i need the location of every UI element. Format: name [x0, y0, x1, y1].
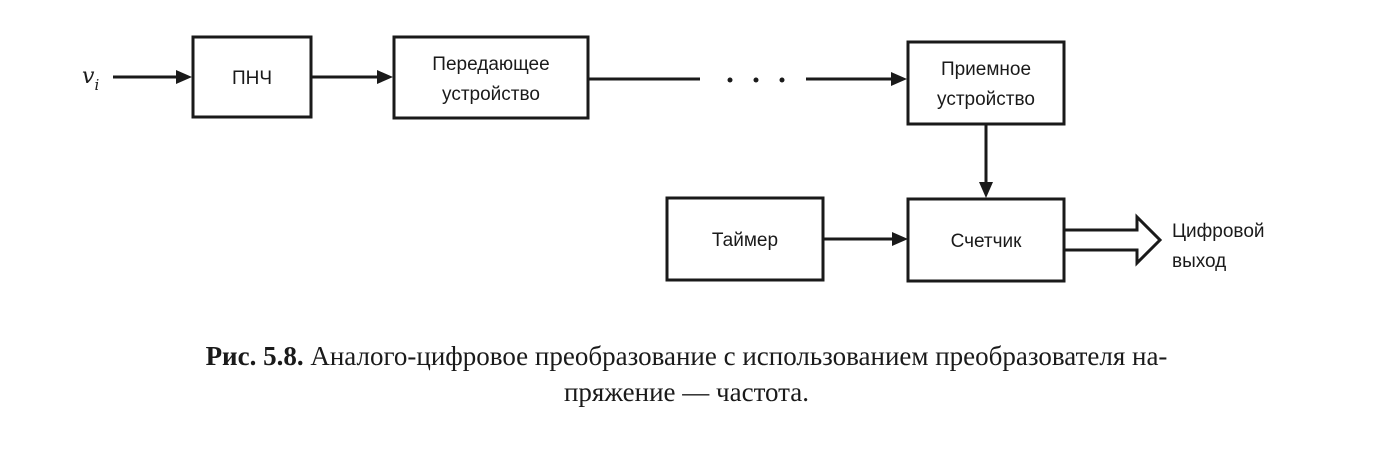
vfc-block: ПНЧ — [191, 35, 313, 119]
transmitter-label-line1: Передающее — [432, 54, 549, 75]
figure-caption: Рис. 5.8. Аналого-цифровое преобразовани… — [0, 338, 1373, 410]
input-subscript: i — [94, 76, 99, 94]
receiver-to-counter-arrow — [979, 124, 993, 198]
caption-line-2: пряжение — частота. — [563, 377, 810, 407]
digital-output-arrow — [1062, 213, 1163, 267]
block-diagram: vi ПНЧ Передающее устройство Приемное ус… — [82, 35, 1265, 283]
output-label-line1: Цифровой — [1172, 221, 1265, 242]
timer-to-counter-arrow — [823, 232, 908, 246]
counter-label: Счетчик — [951, 231, 1023, 252]
output-label-line2: выход — [1172, 251, 1226, 272]
transmitter-label-line2: устройство — [442, 84, 540, 105]
link-dot-3 — [779, 77, 785, 83]
receiver-label-line2: устройство — [937, 89, 1035, 110]
counter-block: Счетчик — [906, 197, 1066, 283]
receiver-label-line1: Приемное — [941, 59, 1031, 80]
transmitter-block: Передающее устройство — [392, 35, 590, 120]
caption-text-1: Аналого-цифровое преобразование с исполь… — [310, 341, 1168, 371]
vfc-label: ПНЧ — [232, 68, 272, 89]
link-dot-1 — [727, 77, 733, 83]
caption-number: Рис. 5.8. — [205, 341, 304, 371]
receiver-block: Приемное устройство — [906, 40, 1066, 126]
transmission-link — [588, 72, 907, 86]
timer-block: Таймер — [665, 196, 825, 282]
timer-label: Таймер — [712, 230, 778, 251]
link-dot-2 — [753, 77, 759, 83]
input-arrow — [113, 70, 192, 84]
input-label: vi — [82, 64, 99, 94]
caption-line-1: Рис. 5.8. Аналого-цифровое преобразовани… — [0, 338, 1373, 374]
vfc-to-transmitter-arrow — [311, 70, 393, 84]
